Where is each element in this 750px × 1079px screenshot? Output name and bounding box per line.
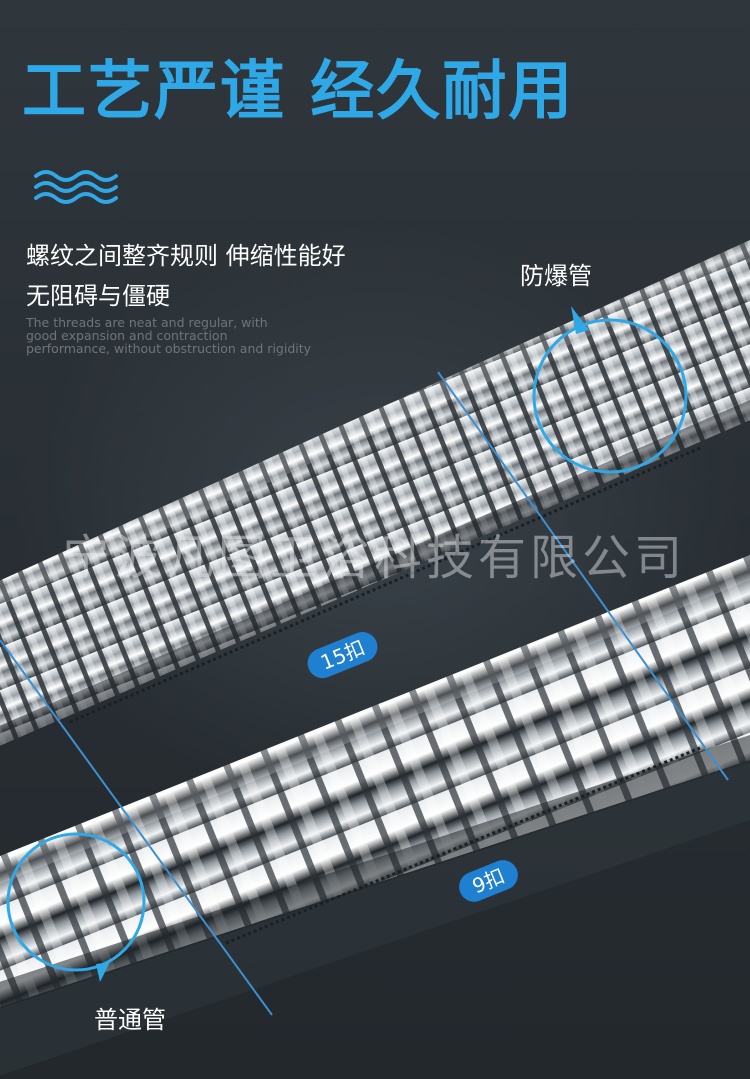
explosion-proof-hose	[0, 240, 750, 746]
english-description: The threads are neat and regular, with g…	[26, 316, 311, 355]
guide-line	[437, 371, 729, 781]
waves-icon	[34, 170, 118, 204]
company-watermark: 宁波凡图卫浴科技有限公司	[62, 530, 687, 586]
explosion-proof-label: 防爆管	[520, 262, 592, 290]
feature-description-line: 螺纹之间整齐规则 伸缩性能好	[26, 242, 346, 270]
ordinary-hose	[0, 555, 750, 1007]
feature-description-line: 无阻碍与僵硬	[26, 282, 170, 310]
explosion-proof-callout	[532, 306, 688, 474]
measure-line	[69, 446, 701, 724]
measure-line	[225, 746, 701, 945]
ordinary-callout	[6, 832, 146, 982]
english-description-line: good expansion and contraction	[26, 328, 228, 343]
ordinary-label: 普通管	[94, 1006, 166, 1034]
english-description-line: The threads are neat and regular, with	[26, 315, 268, 330]
page-title: 工艺严谨 经久耐用	[22, 55, 575, 129]
feature-description: 螺纹之间整齐规则 伸缩性能好 无阻碍与僵硬	[26, 236, 346, 316]
english-description-line: performance, without obstruction and rig…	[26, 341, 312, 356]
guide-line	[0, 639, 273, 1016]
